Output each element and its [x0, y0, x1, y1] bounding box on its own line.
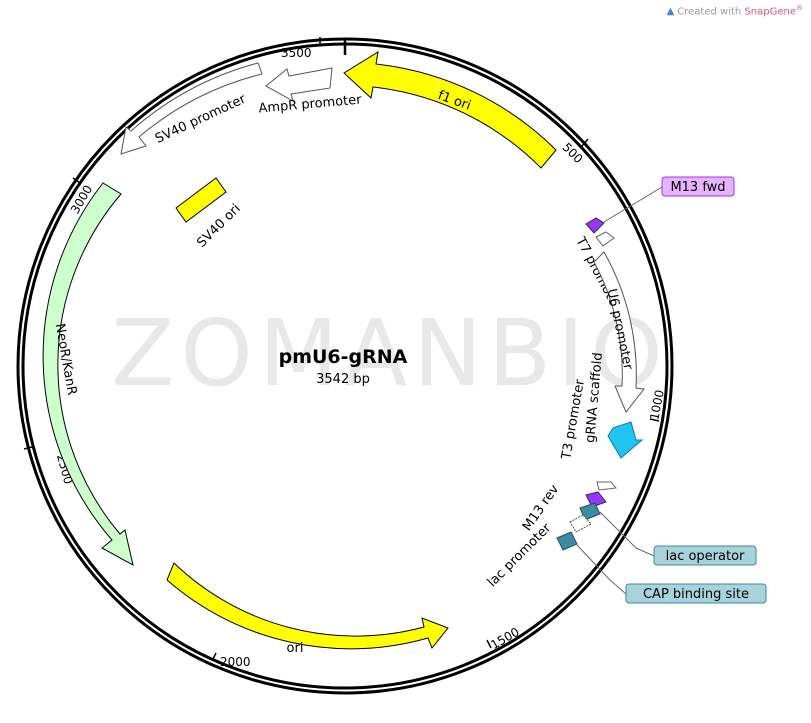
tick-label-1000: 1000 — [647, 389, 667, 422]
cap-binding-site-label: CAP binding site — [643, 587, 749, 602]
lac-operator-callout[interactable]: lac operator — [599, 511, 757, 566]
tick-label-500: 500 — [559, 140, 585, 166]
sv40-promoter-label: SV40 promoter — [153, 92, 249, 147]
tick-marks — [23, 37, 660, 662]
plasmid-name: pmU6-gRNA — [279, 346, 408, 368]
tick-label-3500: 3500 — [281, 46, 312, 60]
credit-prefix: Created with — [677, 6, 745, 18]
plasmid-size: 3542 bp — [316, 372, 370, 387]
ori-label: ori — [287, 641, 304, 656]
ori-feature[interactable]: ori — [166, 562, 449, 656]
tick-label-2000: 2000 — [220, 655, 251, 669]
lac-operator-label: lac operator — [666, 549, 745, 564]
snapgene-logo-icon: ▲ — [666, 6, 675, 18]
m13-fwd-arrow — [585, 217, 605, 234]
cap-binding-site-feature[interactable] — [556, 531, 578, 551]
f1-ori-feature[interactable]: f1 ori — [343, 50, 557, 169]
credit-mark: ® — [796, 4, 803, 12]
credit-brand: SnapGene — [744, 6, 796, 18]
tick-label-1500: 1500 — [488, 625, 521, 652]
lac-promoter-label: lac promoter — [485, 520, 555, 590]
m13-fwd-label: M13 fwd — [670, 180, 725, 195]
sv40-ori-feature[interactable]: SV40 ori — [175, 177, 244, 251]
snapgene-credit: ▲Created with SnapGene® — [667, 4, 803, 17]
t7-promoter-arrow — [595, 231, 615, 247]
m13-fwd-callout[interactable]: M13 fwd — [603, 176, 735, 223]
cap-binding-site-callout[interactable]: CAP binding site — [575, 543, 767, 604]
lac-promoter-arrow — [569, 514, 592, 533]
ampr-promoter-label: AmpR promoter — [258, 92, 363, 116]
watermark: ZOMANBIO — [111, 300, 668, 407]
lac-operator-feature[interactable] — [569, 502, 601, 533]
